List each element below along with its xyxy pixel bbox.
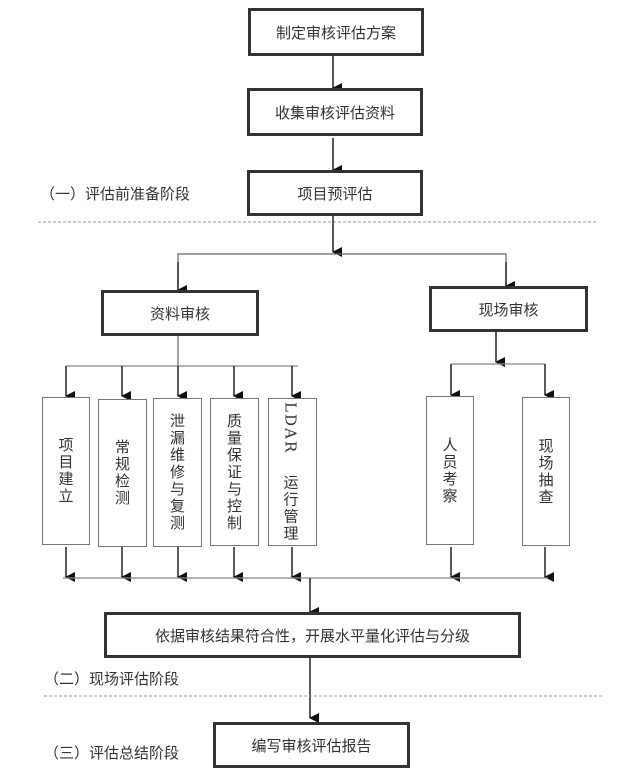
doc-item-label: 质量保证与控制 xyxy=(225,412,243,532)
doc-item-latin: LDAR xyxy=(281,401,300,455)
doc-item-label: 项目建立 xyxy=(56,437,75,505)
doc-item-label: 泄漏维修与复测 xyxy=(168,413,186,532)
site-item-label: 人员考察 xyxy=(440,436,459,505)
doc-item-project-setup: 项目建立 xyxy=(42,397,90,545)
split-branch-line xyxy=(177,253,507,286)
step-site-review-label: 现场审核 xyxy=(478,300,539,319)
site-item-personnel: 人员考察 xyxy=(426,396,474,545)
step-doc-review-label: 资料审核 xyxy=(149,304,210,323)
step-report-label: 编写审核评估报告 xyxy=(251,736,372,755)
step-evaluate: 依据审核结果符合性，开展水平量化评估与分级 xyxy=(104,612,521,658)
step-plan-label: 制定审核评估方案 xyxy=(275,23,396,42)
doc-item-cjk: 运行管理 xyxy=(281,474,300,543)
step-plan: 制定审核评估方案 xyxy=(248,8,424,56)
stage-label-preparation: （一）评估前准备阶段 xyxy=(40,185,191,203)
doc-item-routine-detection: 常规检测 xyxy=(98,399,147,547)
doc-item-label: 常规检测 xyxy=(113,439,131,507)
step-collect: 收集审核评估资料 xyxy=(247,88,423,136)
step-pre-assess: 项目预评估 xyxy=(247,170,423,216)
site-item-label: 现场抽查 xyxy=(536,437,555,506)
stage-label-summary: （三）评估总结阶段 xyxy=(44,744,180,762)
step-pre-assess-label: 项目预评估 xyxy=(297,184,373,203)
site-item-spot-check: 现场抽查 xyxy=(522,397,570,546)
doc-item-ldar-operation: LDAR 运行管理 xyxy=(268,398,317,546)
doc-item-leak-repair: 泄漏维修与复测 xyxy=(153,398,202,547)
step-doc-review: 资料审核 xyxy=(101,290,259,336)
step-site-review: 现场审核 xyxy=(429,286,588,332)
doc-item-quality-assurance: 质量保证与控制 xyxy=(210,398,259,546)
step-report: 编写审核评估报告 xyxy=(213,722,410,768)
stage-label-onsite: （二）现场评估阶段 xyxy=(44,670,180,688)
step-collect-label: 收集审核评估资料 xyxy=(274,103,395,122)
doc-item-label: LDAR 运行管理 xyxy=(281,402,305,542)
step-evaluate-label: 依据审核结果符合性，开展水平量化评估与分级 xyxy=(154,626,470,645)
